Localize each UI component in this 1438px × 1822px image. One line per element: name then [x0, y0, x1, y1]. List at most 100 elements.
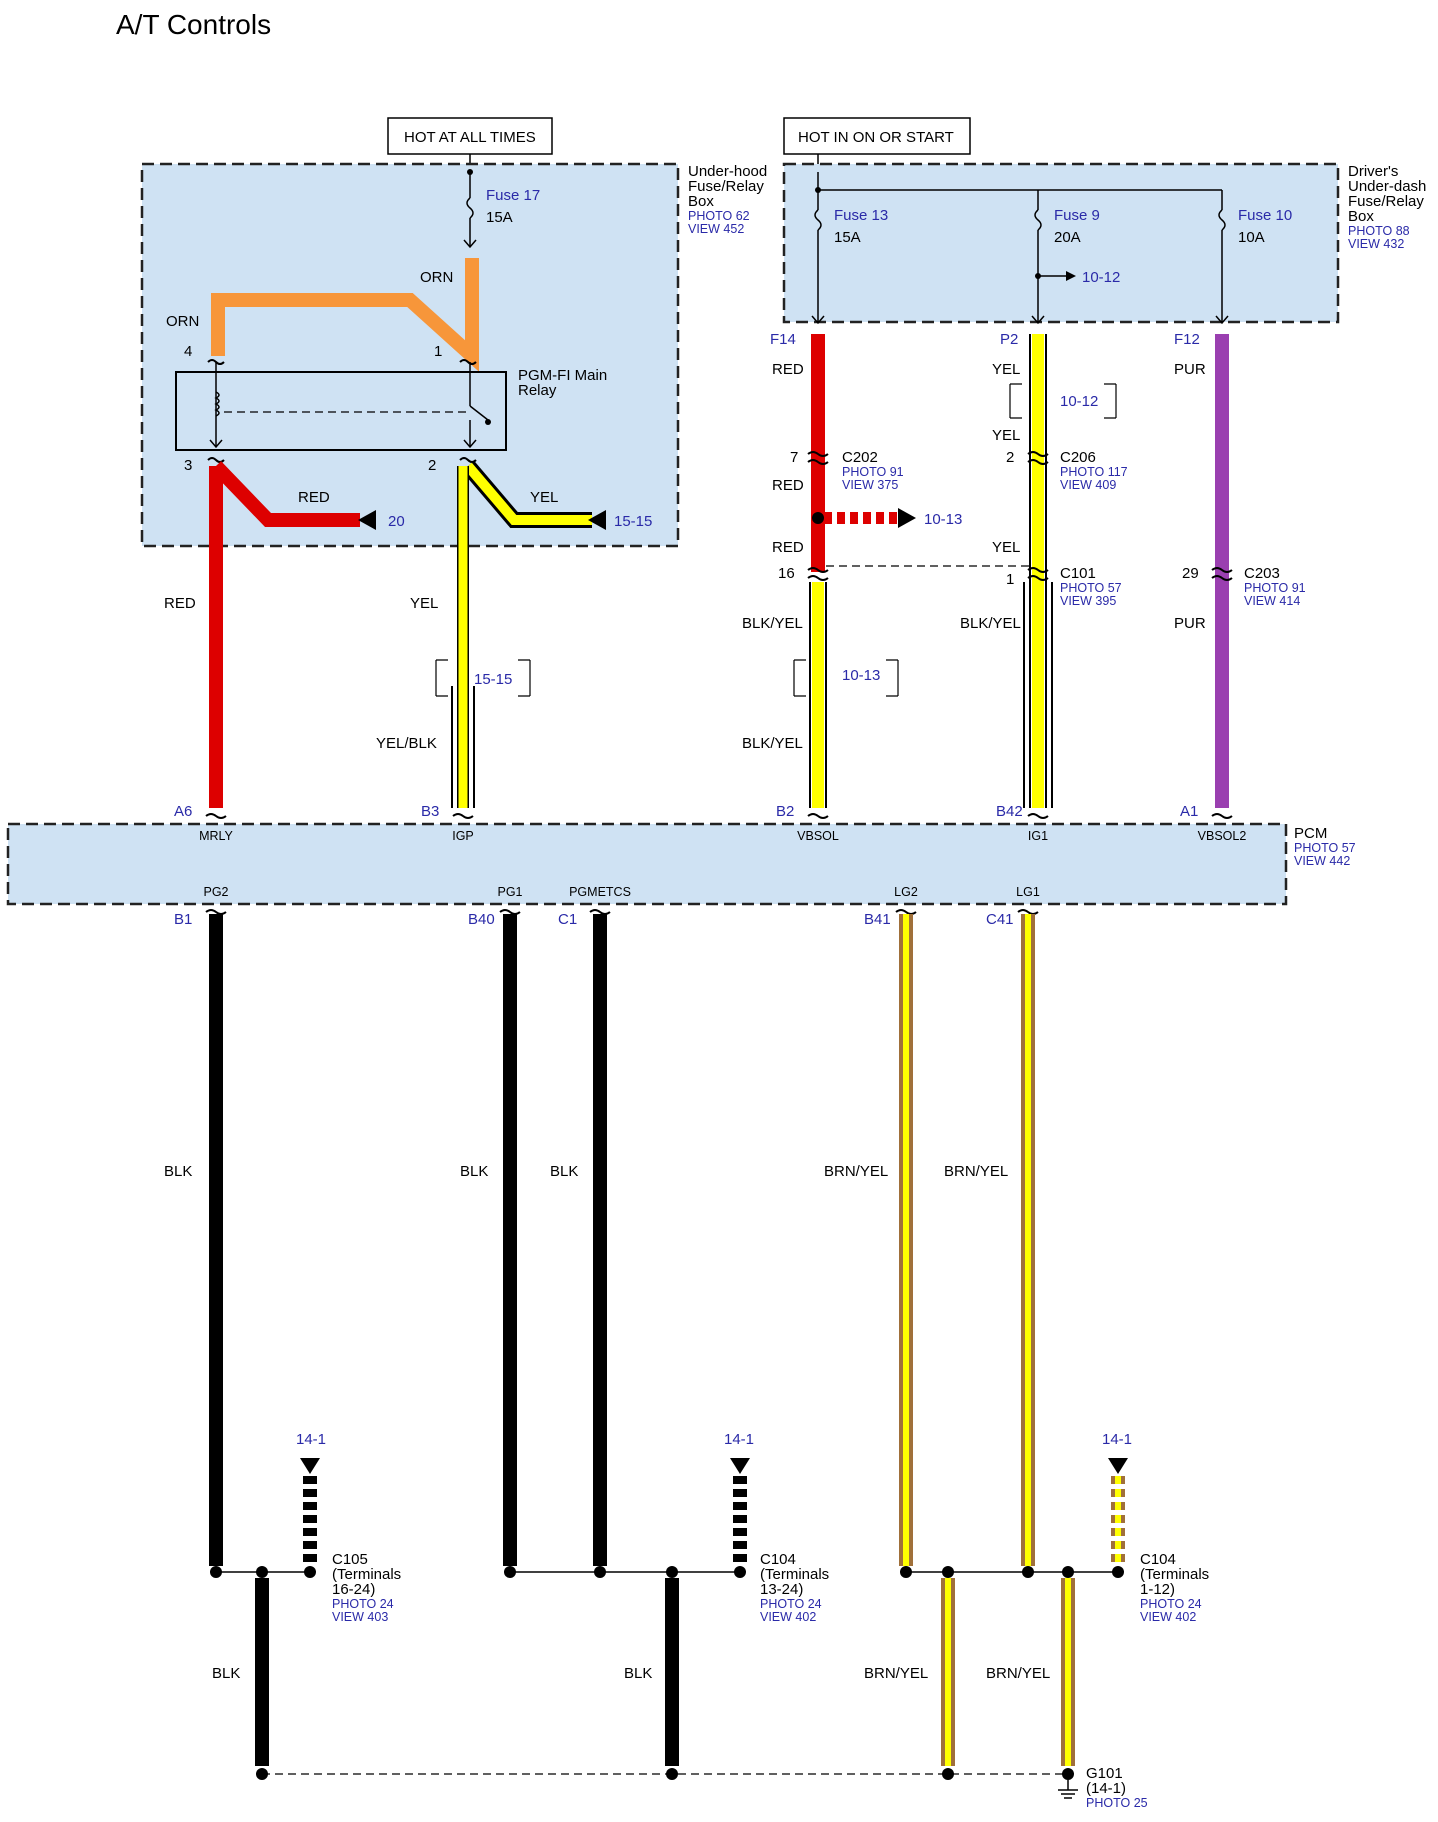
- pgm-fi-main-relay: PGM-FI Main Relay: [175, 359, 607, 463]
- svg-text:VIEW 452: VIEW 452: [688, 222, 744, 236]
- svg-text:PHOTO 91: PHOTO 91: [842, 465, 904, 479]
- svg-text:BLK/YEL: BLK/YEL: [742, 615, 803, 632]
- svg-text:BLK/YEL: BLK/YEL: [960, 615, 1021, 632]
- svg-text:C206: C206: [1060, 449, 1096, 466]
- svg-text:VIEW 403: VIEW 403: [332, 1610, 388, 1624]
- pcm-terminal-pg2: PG2: [203, 885, 228, 899]
- ref-14-1-c[interactable]: 14-1: [1102, 1431, 1132, 1448]
- svg-text:YEL/BLK: YEL/BLK: [376, 735, 437, 752]
- underhood-box-label: Under-hood Fuse/Relay Box PHOTO 62 VIEW …: [688, 163, 767, 236]
- svg-text:VIEW 432: VIEW 432: [1348, 237, 1404, 251]
- svg-text:Relay: Relay: [518, 382, 557, 399]
- svg-text:RED: RED: [164, 595, 196, 612]
- svg-text:Fuse 13: Fuse 13: [834, 207, 888, 224]
- svg-text:13-24): 13-24): [760, 1581, 803, 1598]
- svg-text:PHOTO 24: PHOTO 24: [332, 1597, 394, 1611]
- svg-text:Fuse/Relay: Fuse/Relay: [1348, 193, 1424, 210]
- pcm-connector-top: [1027, 813, 1049, 819]
- svg-text:VIEW 395: VIEW 395: [1060, 594, 1116, 608]
- ref-box-10-13[interactable]: 10-13: [793, 659, 899, 697]
- svg-text:Fuse 9: Fuse 9: [1054, 207, 1100, 224]
- ref-10-13[interactable]: 10-13: [924, 511, 962, 528]
- svg-text:3: 3: [184, 457, 192, 474]
- svg-text:1-12): 1-12): [1140, 1581, 1175, 1598]
- svg-text:2: 2: [1006, 449, 1014, 466]
- svg-text:PHOTO 57: PHOTO 57: [1060, 581, 1122, 595]
- fuse-17: Fuse 17 15A: [463, 169, 540, 249]
- svg-text:RED: RED: [772, 361, 804, 378]
- svg-text:BRN/YEL: BRN/YEL: [944, 1163, 1008, 1180]
- svg-text:(Terminals: (Terminals: [760, 1566, 829, 1583]
- ref-14-1-b[interactable]: 14-1: [724, 1431, 754, 1448]
- svg-text:PHOTO 25: PHOTO 25: [1086, 1796, 1148, 1810]
- ref-box-15-15[interactable]: 15-15: [435, 659, 531, 697]
- pcm-terminal-lg1: LG1: [1016, 885, 1040, 899]
- page-title: A/T Controls: [116, 9, 271, 40]
- svg-text:YEL: YEL: [992, 427, 1020, 444]
- svg-text:7: 7: [790, 449, 798, 466]
- fuse-10: Fuse 10 10A: [1215, 190, 1292, 325]
- svg-text:4: 4: [184, 343, 192, 360]
- svg-text:16-24): 16-24): [332, 1581, 375, 1598]
- svg-text:1: 1: [1006, 571, 1014, 588]
- svg-text:15A: 15A: [834, 229, 861, 246]
- ref-box-10-12[interactable]: 10-12: [1009, 383, 1117, 419]
- svg-text:YEL: YEL: [992, 539, 1020, 556]
- relay-name: PGM-FI Main: [518, 367, 607, 384]
- svg-text:Fuse 10: Fuse 10: [1238, 207, 1292, 224]
- fuse-17-rating: 15A: [486, 209, 513, 226]
- ref-14-1-a[interactable]: 14-1: [296, 1431, 326, 1448]
- connector-c101: 16 1 C101 PHOTO 57 VIEW 395: [778, 565, 1122, 608]
- svg-text:1: 1: [434, 343, 442, 360]
- svg-text:P2: P2: [1000, 331, 1018, 348]
- svg-text:VIEW 402: VIEW 402: [760, 1610, 816, 1624]
- svg-text:YEL: YEL: [410, 595, 438, 612]
- pcm-pin-a6: A6: [174, 803, 192, 820]
- ground-g101: G101 (14-1) PHOTO 25: [256, 1765, 1148, 1810]
- fuse-9: 10-12 Fuse 9 20A: [1031, 190, 1120, 325]
- svg-text:10-12: 10-12: [1060, 393, 1098, 410]
- svg-text:VIEW 414: VIEW 414: [1244, 594, 1300, 608]
- pcm-terminal-vbsol: VBSOL: [797, 829, 839, 843]
- svg-text:20A: 20A: [1054, 229, 1081, 246]
- svg-text:PHOTO 62: PHOTO 62: [688, 209, 750, 223]
- pcm-pin-b41: B41: [864, 911, 891, 928]
- splice-c105: 14-1 C105 (Terminals 16-24) PHOTO 24 VIE…: [210, 1431, 401, 1624]
- pcm-connector-top: [205, 813, 227, 819]
- svg-text:Box: Box: [1348, 208, 1374, 225]
- wire-red-branch: [210, 461, 360, 527]
- pcm-pin-b3: B3: [421, 803, 439, 820]
- fuse-17-name: Fuse 17: [486, 187, 540, 204]
- svg-text:VIEW 409: VIEW 409: [1060, 478, 1116, 492]
- svg-text:C104: C104: [1140, 1551, 1176, 1568]
- pcm-connector-bottom: [205, 909, 227, 915]
- svg-text:10-13: 10-13: [842, 667, 880, 684]
- svg-text:HOT AT ALL TIMES: HOT AT ALL TIMES: [404, 129, 536, 146]
- pcm-connector-top: [452, 813, 474, 819]
- svg-text:29: 29: [1182, 565, 1199, 582]
- svg-text:BRN/YEL: BRN/YEL: [986, 1665, 1050, 1682]
- svg-text:VIEW 375: VIEW 375: [842, 478, 898, 492]
- ref-15-15[interactable]: 15-15: [614, 513, 652, 530]
- svg-text:PHOTO 88: PHOTO 88: [1348, 224, 1410, 238]
- svg-text:F14: F14: [770, 331, 796, 348]
- svg-text:PHOTO 91: PHOTO 91: [1244, 581, 1306, 595]
- svg-text:2: 2: [428, 457, 436, 474]
- connector-c206: 2 C206 PHOTO 117 VIEW 409: [1006, 449, 1128, 492]
- ref-20[interactable]: 20: [388, 513, 405, 530]
- pcm-pin-b2: B2: [776, 803, 794, 820]
- pcm-connector-bottom: [895, 909, 917, 915]
- svg-text:Fuse/Relay: Fuse/Relay: [688, 178, 764, 195]
- pcm-label: PCM PHOTO 57 VIEW 442: [1294, 825, 1356, 868]
- splice-c104-1-12: 14-1 C104 (Terminals 1-12) PHOTO 24 VIEW…: [900, 1431, 1209, 1624]
- ref-10-12[interactable]: 10-12: [1082, 269, 1120, 286]
- pcm-module: [6, 822, 1288, 906]
- svg-text:PCM: PCM: [1294, 825, 1327, 842]
- pcm-pin-a1: A1: [1180, 803, 1198, 820]
- pcm-connector-top: [807, 813, 829, 819]
- svg-text:PUR: PUR: [1174, 615, 1206, 632]
- pcm-pin-c41: C41: [986, 911, 1014, 928]
